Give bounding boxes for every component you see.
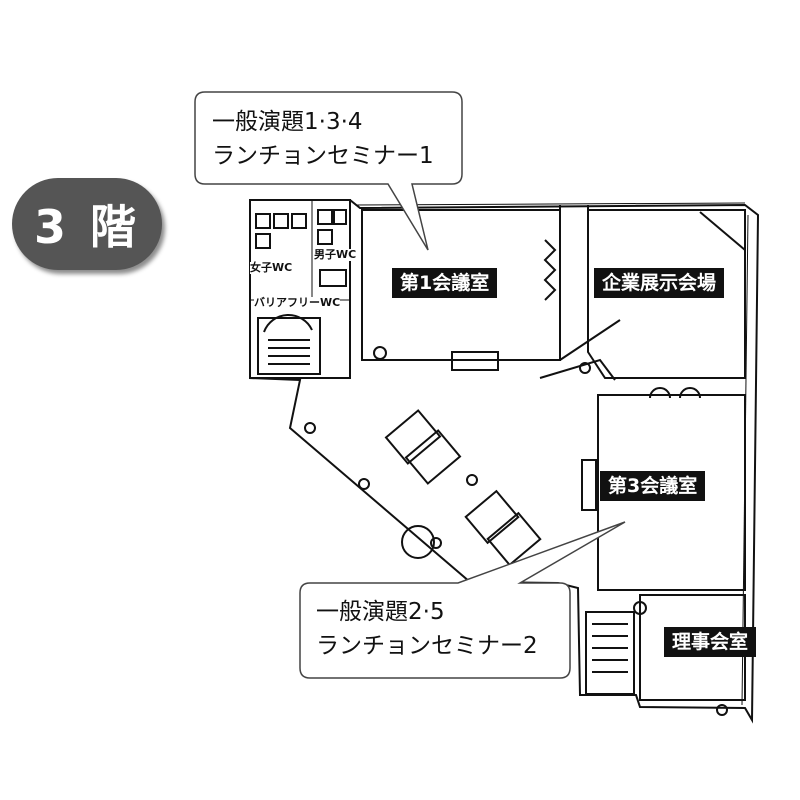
wc-label-barrier-free: バリアフリーWC bbox=[254, 296, 341, 309]
callout-2-bubble bbox=[299, 521, 626, 679]
callout-1-bubble bbox=[194, 91, 463, 251]
room-label-conference-1: 第1会議室 bbox=[392, 268, 498, 298]
callout-1-line-2: ランチョンセミナー1 bbox=[212, 143, 434, 169]
conference-room-3 bbox=[597, 394, 746, 591]
exhibition-hall bbox=[587, 209, 746, 379]
wc-label-women: 女子WC bbox=[250, 261, 293, 274]
floor-label: 3 階 bbox=[33, 200, 141, 254]
room-label-board-room: 理事会室 bbox=[664, 627, 757, 657]
wc-block bbox=[249, 199, 351, 379]
wc-label-men: 男子WC bbox=[314, 248, 357, 261]
callout-1-line-1: 一般演題1·3·4 bbox=[212, 109, 363, 135]
room-label-conference-3: 第3会議室 bbox=[600, 471, 706, 501]
callout-2-line-1: 一般演題2·5 bbox=[316, 599, 445, 625]
callout-2-line-2: ランチョンセミナー2 bbox=[316, 633, 538, 659]
floor-badge: 3 階 bbox=[12, 178, 162, 270]
stairs-bottom bbox=[585, 611, 635, 695]
stairs-left bbox=[257, 317, 321, 375]
building-outline bbox=[249, 199, 760, 724]
room-label-exhibition: 企業展示会場 bbox=[594, 268, 725, 298]
